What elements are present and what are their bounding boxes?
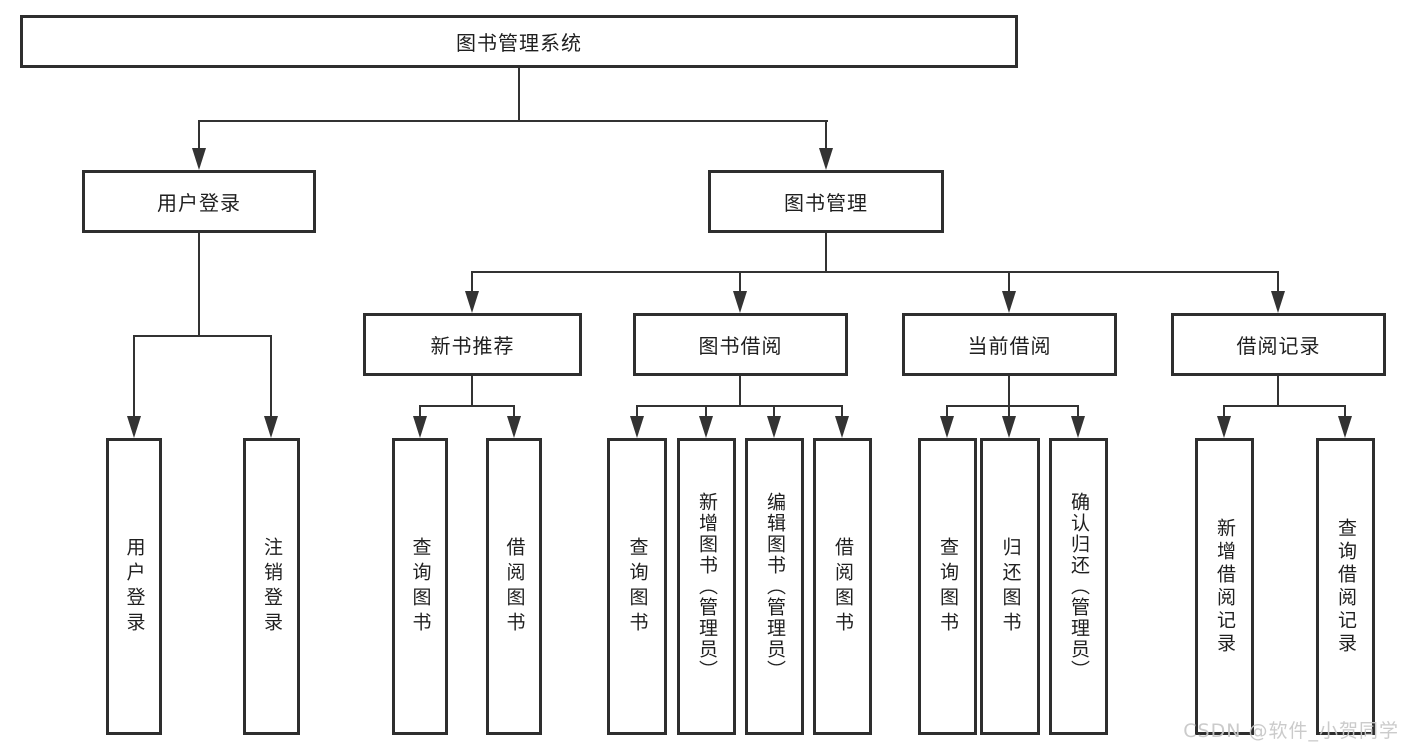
connector-drop-cb-query bbox=[946, 405, 948, 419]
node-bb-query-label: 查询图书 bbox=[626, 536, 649, 637]
csdn-watermark: CSDN @软件_小贺同学 bbox=[1183, 720, 1399, 742]
arrow-bb-edit bbox=[767, 416, 781, 438]
node-login-label: 用户登录 bbox=[123, 536, 146, 637]
arrow-cb-confirm bbox=[1071, 416, 1085, 438]
connector-drop-borrow-record bbox=[1277, 271, 1279, 293]
connector-drop-rec-query bbox=[419, 405, 421, 419]
node-bb-add: 新增图书（管理员） bbox=[677, 438, 736, 735]
node-book-mgmt: 图书管理 bbox=[708, 170, 944, 233]
node-current-borrow: 当前借阅 bbox=[902, 313, 1117, 376]
node-bb-add-label: 新增图书（管理员） bbox=[696, 492, 718, 681]
arrow-book-mgmt bbox=[819, 148, 833, 170]
node-bb-query: 查询图书 bbox=[607, 438, 667, 735]
connector-current-borrow-hbar bbox=[946, 405, 1079, 407]
connector-drop-bb-add bbox=[705, 405, 707, 419]
connector-new-rec-stem bbox=[471, 376, 473, 407]
arrow-bb-add bbox=[699, 416, 713, 438]
connector-root-stem bbox=[518, 68, 520, 122]
node-br-query-label: 查询借阅记录 bbox=[1335, 517, 1357, 656]
connector-drop-bb-borrow bbox=[841, 405, 843, 419]
node-book-borrow-label: 图书借阅 bbox=[698, 334, 783, 358]
connector-drop-cb-confirm bbox=[1077, 405, 1079, 419]
connector-drop-logout bbox=[270, 335, 272, 418]
node-cb-confirm: 确认归还（管理员） bbox=[1049, 438, 1108, 735]
node-rec-borrow: 借阅图书 bbox=[486, 438, 542, 735]
connector-drop-user-login bbox=[198, 120, 200, 152]
arrow-new-rec bbox=[465, 291, 479, 313]
node-login: 用户登录 bbox=[106, 438, 162, 735]
node-cb-query-label: 查询图书 bbox=[937, 536, 959, 637]
arrow-rec-query bbox=[413, 416, 427, 438]
node-cb-query: 查询图书 bbox=[918, 438, 977, 735]
node-borrow-record: 借阅记录 bbox=[1171, 313, 1386, 376]
node-br-query: 查询借阅记录 bbox=[1316, 438, 1375, 735]
connector-drop-br-add bbox=[1223, 405, 1225, 419]
connector-borrow-record-hbar bbox=[1223, 405, 1346, 407]
connector-borrow-record-stem bbox=[1277, 376, 1279, 407]
node-br-add-label: 新增借阅记录 bbox=[1214, 517, 1236, 656]
node-root-label: 图书管理系统 bbox=[456, 31, 582, 55]
connector-book-borrow-hbar bbox=[636, 405, 843, 407]
node-new-rec: 新书推荐 bbox=[363, 313, 582, 376]
connector-drop-br-query bbox=[1344, 405, 1346, 419]
node-br-add: 新增借阅记录 bbox=[1195, 438, 1254, 735]
connector-drop-book-mgmt bbox=[825, 120, 827, 152]
node-cb-return: 归还图书 bbox=[980, 438, 1040, 735]
node-borrow-record-label: 借阅记录 bbox=[1236, 334, 1321, 358]
node-cb-return-label: 归还图书 bbox=[999, 536, 1022, 637]
node-cb-confirm-label: 确认归还（管理员） bbox=[1068, 492, 1090, 681]
node-bb-borrow: 借阅图书 bbox=[813, 438, 872, 735]
connector-root-hbar bbox=[198, 120, 828, 122]
connector-book-borrow-stem bbox=[739, 376, 741, 407]
arrow-user-login bbox=[192, 148, 206, 170]
node-rec-query: 查询图书 bbox=[392, 438, 448, 735]
arrow-cb-return bbox=[1002, 416, 1016, 438]
arrow-bb-borrow bbox=[835, 416, 849, 438]
connector-drop-new-rec bbox=[471, 271, 473, 293]
node-new-rec-label: 新书推荐 bbox=[430, 334, 515, 358]
connector-drop-rec-borrow bbox=[513, 405, 515, 419]
arrow-br-query bbox=[1338, 416, 1352, 438]
connector-user-login-hbar bbox=[133, 335, 272, 337]
node-logout: 注销登录 bbox=[243, 438, 300, 735]
connector-book-mgmt-hbar bbox=[471, 271, 1279, 273]
connector-book-mgmt-stem bbox=[825, 233, 827, 271]
node-book-mgmt-label: 图书管理 bbox=[784, 191, 868, 215]
connector-drop-bb-edit bbox=[773, 405, 775, 419]
arrow-cb-query bbox=[940, 416, 954, 438]
node-user-login-label: 用户登录 bbox=[157, 191, 241, 215]
arrow-login bbox=[127, 416, 141, 438]
node-book-borrow: 图书借阅 bbox=[633, 313, 848, 376]
arrow-rec-borrow bbox=[507, 416, 521, 438]
arrow-borrow-record bbox=[1271, 291, 1285, 313]
connector-user-login-stem bbox=[198, 233, 200, 335]
connector-new-rec-hbar bbox=[419, 405, 515, 407]
node-bb-edit-label: 编辑图书（管理员） bbox=[764, 492, 786, 681]
arrow-bb-query bbox=[630, 416, 644, 438]
connector-drop-login bbox=[133, 335, 135, 418]
node-rec-query-label: 查询图书 bbox=[409, 536, 432, 637]
node-root: 图书管理系统 bbox=[20, 15, 1018, 68]
connector-drop-cb-return bbox=[1008, 405, 1010, 419]
node-bb-borrow-label: 借阅图书 bbox=[832, 536, 854, 637]
node-current-borrow-label: 当前借阅 bbox=[967, 334, 1052, 358]
connector-current-borrow-stem bbox=[1008, 376, 1010, 407]
node-logout-label: 注销登录 bbox=[261, 536, 283, 637]
connector-drop-current-borrow bbox=[1008, 271, 1010, 293]
arrow-logout bbox=[264, 416, 278, 438]
node-rec-borrow-label: 借阅图书 bbox=[503, 536, 526, 637]
node-bb-edit: 编辑图书（管理员） bbox=[745, 438, 804, 735]
node-user-login: 用户登录 bbox=[82, 170, 316, 233]
arrow-book-borrow bbox=[733, 291, 747, 313]
arrow-br-add bbox=[1217, 416, 1231, 438]
connector-drop-book-borrow bbox=[739, 271, 741, 293]
connector-drop-bb-query bbox=[636, 405, 638, 419]
arrow-current-borrow bbox=[1002, 291, 1016, 313]
